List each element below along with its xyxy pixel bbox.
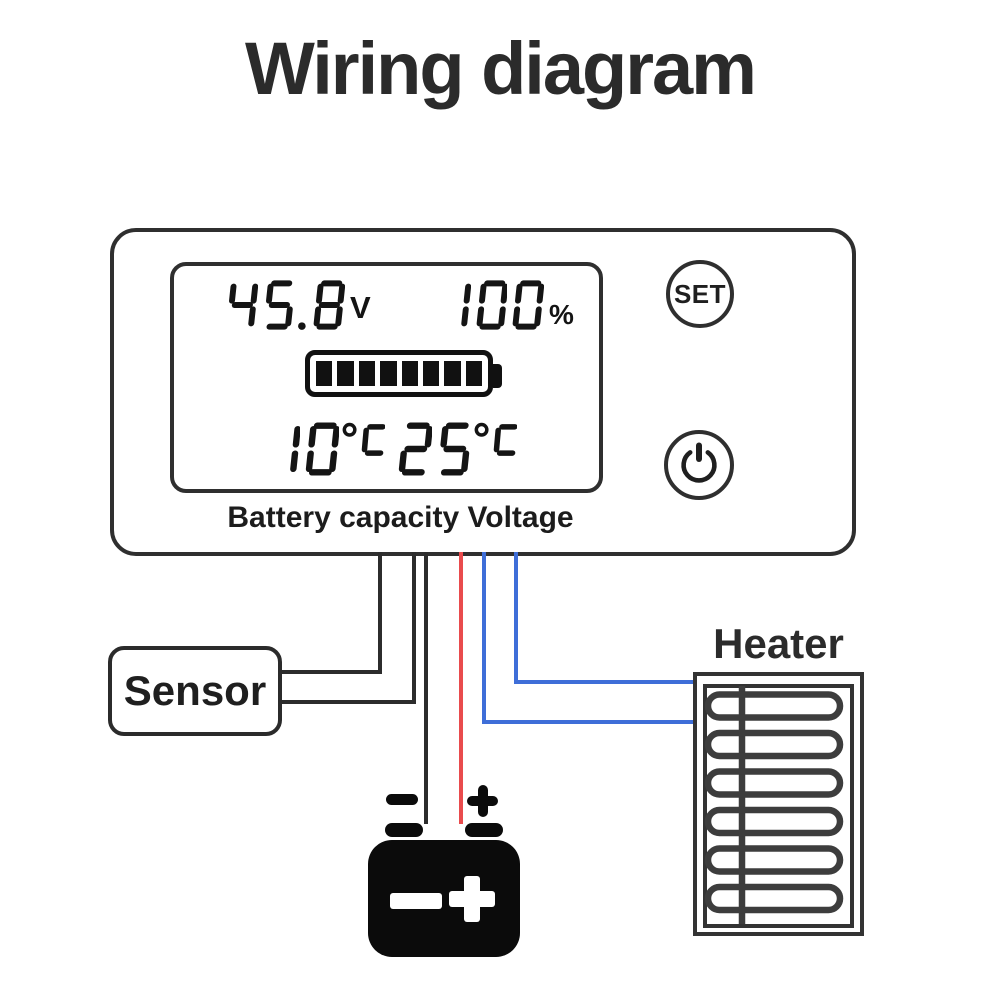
battery-negative-wire <box>424 552 428 824</box>
heater-wire-1-vertical <box>482 552 486 724</box>
battery-gauge-icon <box>305 350 493 397</box>
power-icon <box>681 442 717 483</box>
gauge-bar <box>422 361 440 386</box>
battery-body-positive-symbol <box>464 876 480 922</box>
gauge-bar <box>465 361 482 386</box>
battery-positive-mark <box>478 785 488 817</box>
battery-positive-wire <box>459 552 463 824</box>
heater-label: Heater <box>713 620 844 667</box>
gauge-bar <box>358 361 376 386</box>
heater-wire-2-vertical <box>514 552 518 684</box>
heater-wire-1-horizontal <box>482 720 697 724</box>
battery-positive-terminal <box>465 823 503 837</box>
meter-caption: Battery capacity Voltage <box>227 501 574 534</box>
gauge-bar <box>316 361 333 386</box>
voltage-unit-label: V <box>350 290 371 325</box>
sensor-wire-1-horizontal <box>280 670 382 674</box>
voltage-readout <box>224 279 345 331</box>
gauge-bar <box>401 361 418 386</box>
capacity-readout <box>437 279 544 331</box>
gauge-bar <box>337 361 354 386</box>
gauge-bar <box>444 361 461 386</box>
heater-inner-frame <box>703 684 854 928</box>
gauge-bar <box>380 361 397 386</box>
power-button[interactable] <box>664 430 734 500</box>
sensor-wire-2-horizontal <box>280 700 416 704</box>
battery-negative-terminal <box>385 823 423 837</box>
sensor-box: Sensor <box>108 646 282 736</box>
battery-body-negative-symbol <box>390 893 442 909</box>
battery-negative-mark <box>386 794 418 805</box>
set-button-label: SET <box>673 278 727 309</box>
temperature-1-readout <box>264 421 385 477</box>
page-title: Wiring diagram <box>245 27 757 110</box>
temperature-2-readout <box>396 421 517 477</box>
set-button[interactable]: SET <box>666 260 734 328</box>
capacity-unit-label: % <box>549 299 574 330</box>
heater-wire-2-horizontal <box>514 680 697 684</box>
battery-gauge-bars <box>316 361 482 386</box>
heater-coil-icon <box>704 686 844 924</box>
sensor-wire-2-vertical <box>412 552 416 704</box>
battery-gauge-terminal <box>493 364 502 388</box>
sensor-label: Sensor <box>123 667 267 714</box>
sensor-wire-1-vertical <box>378 552 382 674</box>
